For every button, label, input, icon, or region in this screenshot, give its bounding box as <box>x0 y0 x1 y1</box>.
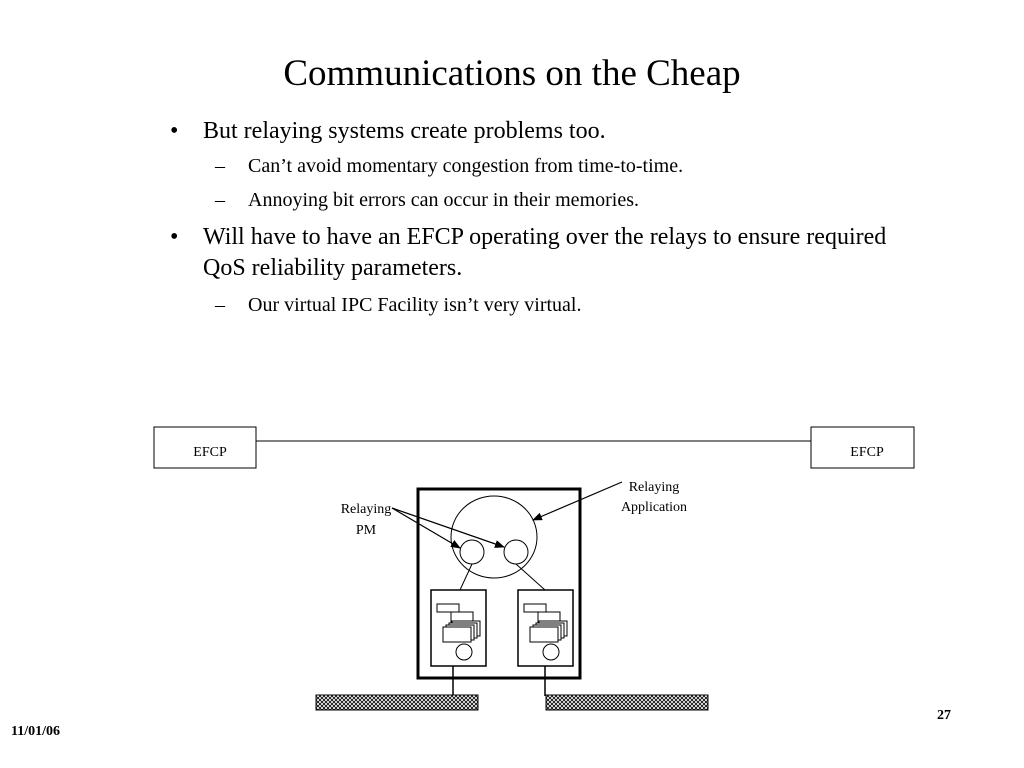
protocol-stack-left <box>430 589 487 667</box>
efcp-right-label: EFCP <box>850 445 884 460</box>
footer-date: 11/01/06 <box>11 724 61 739</box>
sub-bullet-text: Annoying bit errors can occur in their m… <box>248 189 639 211</box>
relaying-app-label-line2: Application <box>621 500 687 515</box>
relaying-pm-circle-right <box>503 539 529 565</box>
relaying-pm-arrow-left <box>391 507 461 549</box>
network-bar-left <box>315 694 479 711</box>
sub-bullet-marker: – <box>215 294 225 316</box>
relaying-pm-arrow-right <box>391 507 505 548</box>
protocol-stack-right <box>517 589 574 667</box>
efcp-left-label: EFCP <box>193 445 227 460</box>
relay-system-box <box>416 487 582 680</box>
relaying-application-circle <box>450 495 538 579</box>
sub-bullet-text: Can’t avoid momentary congestion from ti… <box>248 155 684 177</box>
relaying-pm-circle-left <box>459 539 485 565</box>
sub-bullet-text: Our virtual IPC Facility isn’t very virt… <box>248 294 582 316</box>
sub-bullet-marker: – <box>215 189 225 211</box>
network-bar-right <box>545 694 709 711</box>
slide-title: Communications on the Cheap <box>283 53 741 94</box>
efcp-right-box: EFCP <box>810 426 915 469</box>
relaying-app-label-line1: Relaying <box>629 480 680 495</box>
page-number: 27 <box>937 708 951 723</box>
efcp-left-box: EFCP <box>153 426 257 469</box>
sub-bullet-marker: – <box>215 155 225 177</box>
relaying-pm-label-line1: Relaying <box>341 502 392 517</box>
bullet-marker: • <box>170 224 179 250</box>
bullet-text: But relaying systems create problems too… <box>203 118 606 144</box>
relaying-pm-label-line2: PM <box>356 523 377 538</box>
bullet-marker: • <box>170 118 179 144</box>
bullet-text: Will have to have an EFCP operating over… <box>203 224 887 281</box>
relaying-app-arrow <box>532 481 623 521</box>
